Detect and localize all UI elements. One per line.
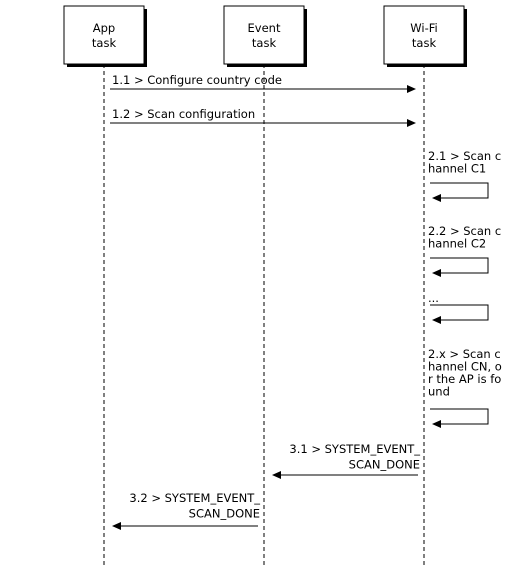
participant-box [63,5,145,65]
message-label: r the AP is fo [428,372,501,386]
message-m3-2: 3.2 > SYSTEM_EVENT_ SCAN_DONE [112,491,260,530]
arrow-head [407,85,416,93]
message-label: hannel C2 [428,237,486,251]
self-loop-line [430,257,489,274]
message-label: SCAN_DONE [349,458,420,472]
self-loop-line [430,304,489,321]
lifelines [103,64,425,565]
message-label: hannel C1 [428,162,486,176]
participant-label: Event [248,21,281,35]
messages: 1.1 > Configure country code 1.2 > Scan c… [110,73,502,530]
participant-label: Wi-Fi [410,21,437,35]
message-label: ... [428,291,439,305]
participant-label: task [92,36,117,50]
message-label: 1.1 > Configure country code [112,73,282,87]
arrow-head [432,316,441,324]
message-label: 2.1 > Scan c [428,149,501,163]
message-m1-2: 1.2 > Scan configuration [110,107,416,127]
self-loop-line [430,182,489,199]
message-label: 1.2 > Scan configuration [112,107,255,121]
self-loop-line [430,408,489,425]
message-m1-1: 1.1 > Configure country code [110,73,416,93]
participant-box [383,5,465,65]
message-m3-1: 3.1 > SYSTEM_EVENT_ SCAN_DONE [272,442,420,479]
arrow-head [272,471,281,479]
message-label: 3.1 > SYSTEM_EVENT_ [289,442,420,456]
participant-box [223,5,305,65]
arrow-head [432,420,441,428]
arrow-head [432,269,441,277]
message-label: und [428,385,450,399]
message-label: hannel CN, o [428,360,502,374]
message-label: 2.x > Scan c [428,347,501,361]
message-m2-dots: ... [428,291,489,324]
arrow-head [407,119,416,127]
participant-label: task [252,36,277,50]
participant-label: App [93,21,115,35]
message-label: 2.2 > Scan c [428,224,501,238]
arrow-head [432,194,441,202]
message-label: SCAN_DONE [189,507,260,521]
message-label: 3.2 > SYSTEM_EVENT_ [129,491,260,505]
participant-label: task [412,36,437,50]
arrow-head [112,522,121,530]
